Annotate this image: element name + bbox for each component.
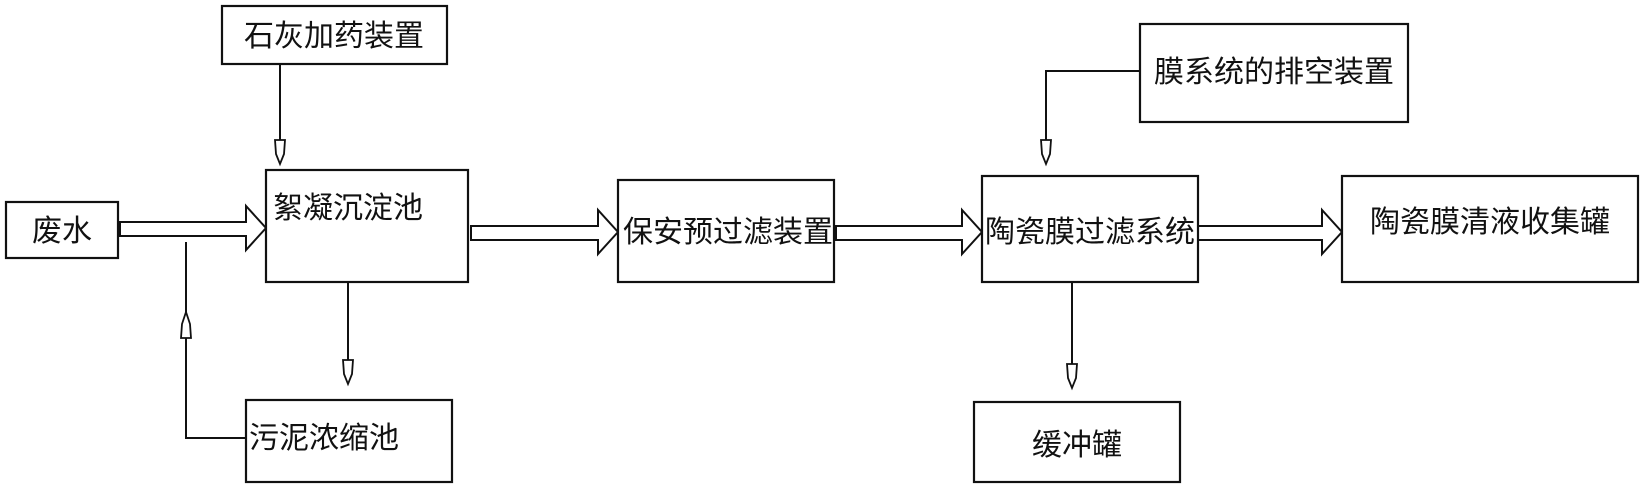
node-wastewater-label: 废水 [32,214,92,249]
node-security-prefilter-label: 保安预过滤装置 [623,215,833,250]
flow-arrow-prefilter-to-ceramic [835,207,984,257]
flow-arrow-flocculation-to-prefilter [470,207,620,257]
node-lime-dosing: 石灰加药装置 [220,4,449,66]
arrowhead-sludge-return [180,309,192,339]
node-security-prefilter: 保安预过滤装置 [616,178,836,284]
arrowhead-flocculation-to-sludge [342,359,354,387]
arrowhead-lime-to-flocculation [274,139,286,167]
connector-sludge-return [185,242,246,439]
flow-arrow-wastewater-to-flocculation [119,203,268,253]
node-buffer-tank: 缓冲罐 [972,400,1182,484]
node-clear-liquid-tank: 陶瓷膜清液收集罐 [1340,174,1640,284]
connector-drain-to-ceramic [1045,70,1140,140]
flow-arrow-ceramic-to-clear-tank [1197,207,1344,257]
node-lime-dosing-label: 石灰加药装置 [244,19,424,54]
node-membrane-drain-label: 膜系统的排空装置 [1154,55,1394,90]
arrowhead-ceramic-to-buffer [1066,363,1078,391]
node-ceramic-filtration: 陶瓷膜过滤系统 [980,174,1200,284]
node-wastewater: 废水 [4,200,120,260]
node-ceramic-filtration-label: 陶瓷膜过滤系统 [985,215,1195,250]
arrowhead-drain-to-ceramic [1040,139,1052,167]
node-sludge-thickener: 污泥浓缩池 [244,398,454,484]
node-buffer-tank-label: 缓冲罐 [1032,428,1122,463]
node-membrane-drain: 膜系统的排空装置 [1138,22,1410,124]
node-clear-liquid-tank-label: 陶瓷膜清液收集罐 [1370,205,1610,240]
node-sludge-thickener-label: 污泥浓缩池 [249,421,399,456]
node-flocculation-tank-label: 絮凝沉淀池 [273,191,423,226]
node-flocculation-tank: 絮凝沉淀池 [264,168,470,284]
